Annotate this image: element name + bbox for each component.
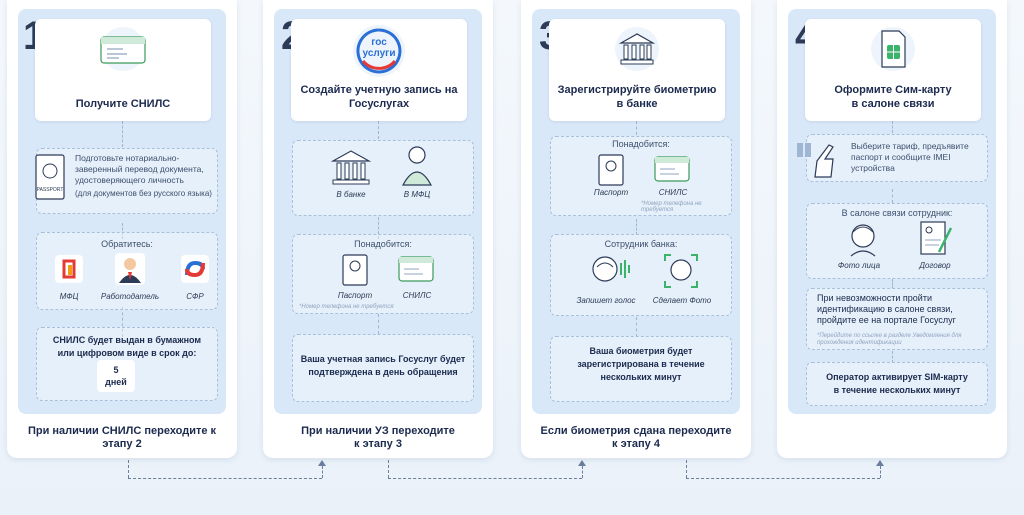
action-label: Сделает Фото <box>652 296 712 305</box>
need-header: Понадобится: <box>354 239 412 249</box>
svg-text:PASSPORT: PASSPORT <box>37 187 64 193</box>
contact-label: СФР <box>186 292 204 301</box>
result-box: Оператор активирует SIM-карту в течение … <box>806 362 988 406</box>
snils-card-icon <box>100 27 146 71</box>
step-title: Оформите Сим-карту в салоне связи <box>834 84 952 110</box>
phone-note: *Номер телефона не требуется <box>299 304 394 310</box>
employee-header: Сотрудник банка: <box>604 239 678 249</box>
passport-icon <box>598 154 624 186</box>
result-box: Ваша биометрия будет зарегистрирована в … <box>550 336 732 402</box>
connector-line <box>686 478 880 479</box>
needs-box: Понадобится: Паспорт СНИЛС *Номер телефо… <box>292 234 474 314</box>
step-footer: Если биометрия сдана переходите к этапу … <box>540 425 732 450</box>
mfc-logo-icon <box>55 255 83 283</box>
connector-line <box>322 466 323 478</box>
arrow-up-icon <box>876 460 884 466</box>
employee-box: Сотрудник банка: Запишет голос Сделает Ф… <box>550 234 732 316</box>
result-text: Ваша биометрия будет зарегистрирована в … <box>577 346 705 382</box>
step-card-3: 3 Зарегистрируйте биометрию в банке Пона… <box>521 0 751 458</box>
sfr-logo-icon <box>181 255 209 283</box>
salon-box: В салоне связи сотрудник: Фото лица Дого… <box>806 203 988 279</box>
hand-tap-icon <box>797 143 834 178</box>
step-card-1: 1 Получите СНИЛС PASSPORT Подготовьте но… <box>7 0 237 458</box>
choose-text: Выберите тариф, предъявите паспорт и соо… <box>851 141 969 173</box>
choose-box: Выберите тариф, предъявите паспорт и соо… <box>797 134 988 182</box>
arrow-up-icon <box>318 460 326 466</box>
place-label: В банке <box>336 190 366 199</box>
needs-box: Понадобится: Паспорт СНИЛС *Номер телефо… <box>550 136 732 216</box>
snils-card-icon <box>398 256 434 282</box>
prepare-note: (для документов без русского языка) <box>75 189 212 198</box>
passport-icon: PASSPORT <box>35 154 65 200</box>
step-card-2: 2 гос услуги Создайте учетную запись на … <box>263 0 493 458</box>
result-text: Ваша учетная запись Госуслуг будет подтв… <box>300 354 466 377</box>
connector-line <box>128 478 322 479</box>
mfc-employee-icon <box>401 146 433 186</box>
fail-box: При невозможности пройти идентификацию в… <box>806 288 988 350</box>
salon-item-label: Фото лица <box>837 261 881 270</box>
need-label: СНИЛС <box>402 291 432 300</box>
passport-icon <box>342 254 368 286</box>
gosuslugi-logo-text: гос услуги <box>362 37 396 59</box>
connector-line <box>880 466 881 478</box>
phone-note: *Номер телефона не требуется <box>641 201 702 213</box>
step-header: гос услуги Создайте учетную запись на Го… <box>291 19 467 121</box>
contract-icon <box>920 221 953 255</box>
step-title: Получите СНИЛС <box>75 98 171 110</box>
need-header: Понадобится: <box>612 139 670 149</box>
step-card-4: 4 Оформите Сим-карту в салоне связи Выбе… <box>777 0 1007 458</box>
face-photo-icon <box>850 224 876 257</box>
contact-header: Обратитесь: <box>101 239 153 249</box>
step-header: Зарегистрируйте биометрию в банке <box>549 19 725 121</box>
connector-line <box>582 466 583 478</box>
arrow-up-icon <box>578 460 586 466</box>
days-badge: 5 дней <box>97 360 135 392</box>
fail-text: При невозможности пройти идентификацию в… <box>817 293 956 325</box>
voice-record-icon <box>592 256 630 282</box>
gosuslugi-logo-icon: гос услуги <box>353 25 405 77</box>
contact-label: Работодатель <box>100 292 160 301</box>
snils-card-icon <box>654 156 690 182</box>
connector-line <box>128 460 129 478</box>
issued-text: СНИЛС будет выдан в бумажном или цифрово… <box>52 335 202 358</box>
need-label: СНИЛС <box>658 188 688 197</box>
connector-line <box>388 478 582 479</box>
employer-icon <box>115 253 145 285</box>
step-footer: При наличии УЗ переходите к этапу 3 <box>301 425 455 450</box>
salon-item-label: Договор <box>919 261 951 270</box>
prepare-text: Подготовьте нотариально-заверенный перев… <box>75 153 204 185</box>
face-photo-icon <box>664 254 698 288</box>
contact-label: МФЦ <box>59 292 79 301</box>
days-label: дней <box>105 377 127 387</box>
step-header: Получите СНИЛС <box>35 19 211 121</box>
need-label: Паспорт <box>337 291 373 300</box>
contact-box: Обратитесь: МФЦ Работодатель СФР <box>36 232 218 310</box>
places-box: В банке В МФЦ <box>292 140 474 216</box>
need-label: Паспорт <box>593 188 629 197</box>
step-footer: При наличии СНИЛС переходите к этапу 2 <box>27 425 217 450</box>
action-label: Запишет голос <box>576 296 636 305</box>
step-title: Зарегистрируйте биометрию в банке <box>557 84 717 110</box>
days-value: 5 <box>113 365 119 375</box>
step-title: Создайте учетную запись на Госуслугах <box>300 84 458 110</box>
bank-building-icon <box>330 150 372 185</box>
step-header: Оформите Сим-карту в салоне связи <box>805 19 981 121</box>
fail-note: *Перейдите по ссылке в разделе Уведомлен… <box>817 333 962 346</box>
place-label: В МФЦ <box>403 190 431 199</box>
salon-header: В салоне связи сотрудник: <box>841 208 953 218</box>
result-box: Ваша учетная запись Госуслуг будет подтв… <box>292 334 474 402</box>
sim-card-icon <box>871 27 915 71</box>
bank-building-icon <box>615 27 659 71</box>
connector-line <box>388 460 389 478</box>
connector-line <box>686 460 687 478</box>
prepare-box: PASSPORT Подготовьте нотариально-заверен… <box>35 148 218 214</box>
result-text: Оператор активирует SIM-карту в течение … <box>826 372 968 395</box>
